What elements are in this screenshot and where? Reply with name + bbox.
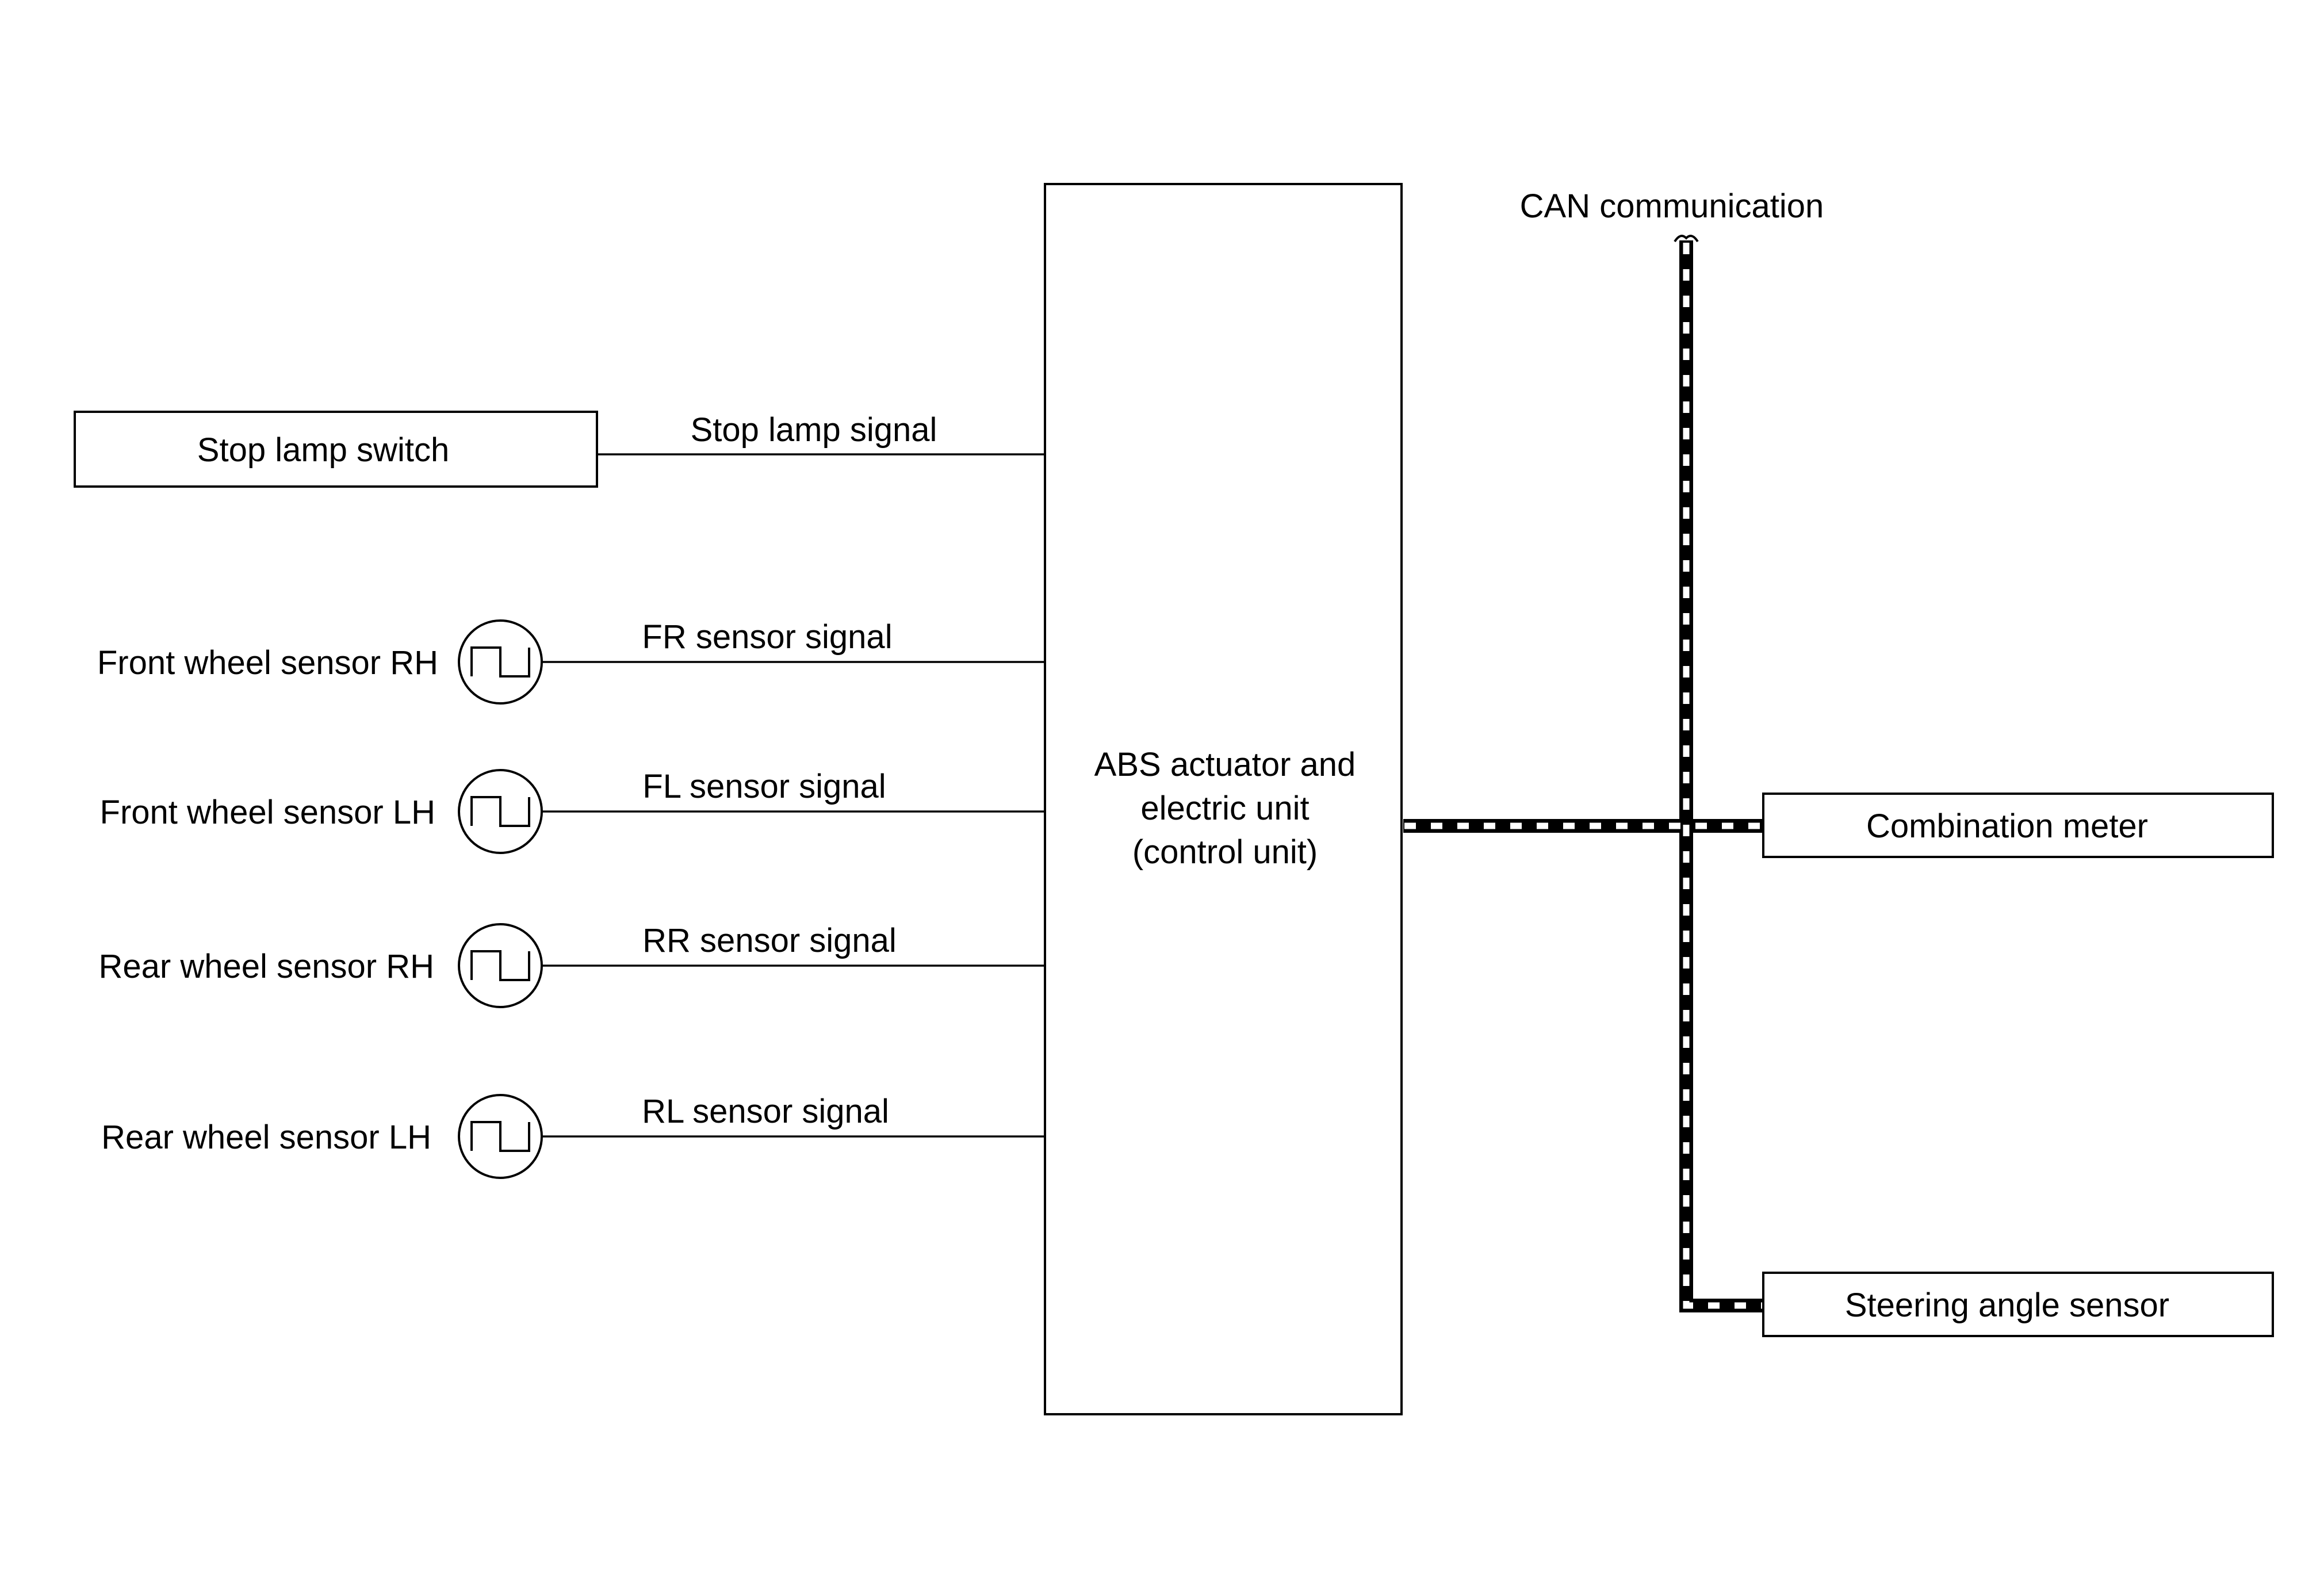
combination-meter-box	[1762, 793, 2274, 858]
control-unit-line2: electric unit	[1140, 790, 1309, 827]
control-unit-line3: (control unit)	[1132, 833, 1318, 871]
wheel-sensor-fl: Front wheel sensor LH FL sensor signal	[100, 768, 1045, 854]
control-unit-box	[1044, 183, 1403, 1415]
stop-lamp-signal-label: Stop lamp signal	[691, 411, 937, 449]
combination-meter-label: Combination meter	[1866, 807, 2148, 845]
square-pulse-icon	[458, 1094, 543, 1179]
steering-angle-sensor-box	[1762, 1272, 2274, 1337]
square-pulse-icon	[458, 769, 543, 854]
wheel-sensor-fr: Front wheel sensor RH FR sensor signal	[97, 618, 1045, 705]
steering-angle-sensor: Steering angle sensor	[1762, 1272, 2274, 1337]
can-label: CAN communication	[1520, 187, 1824, 225]
signal-label-fl: FL sensor signal	[642, 768, 886, 805]
sensor-label-fr: Front wheel sensor RH	[97, 644, 438, 682]
square-pulse-icon	[458, 923, 543, 1008]
abs-control-unit: ABS actuator and electric unit (control …	[1044, 183, 1403, 1415]
sensor-label-rr: Rear wheel sensor RH	[99, 948, 434, 985]
signal-label-fr: FR sensor signal	[642, 618, 892, 656]
can-bus	[1403, 235, 1763, 1312]
stop-lamp-switch-box	[74, 411, 598, 488]
sensor-label-fl: Front wheel sensor LH	[100, 794, 435, 831]
square-pulse-icon	[458, 619, 543, 705]
steering-angle-sensor-label: Steering angle sensor	[1845, 1287, 2169, 1324]
signal-label-rr: RR sensor signal	[642, 922, 897, 959]
stop-lamp-switch: Stop lamp switch	[74, 411, 598, 488]
wheel-sensor-rl: Rear wheel sensor LH RL sensor signal	[101, 1093, 1045, 1179]
combination-meter: Combination meter	[1762, 793, 2274, 858]
stop-lamp-switch-label: Stop lamp switch	[197, 431, 449, 469]
can-brace	[1674, 235, 1699, 243]
signal-label-rl: RL sensor signal	[642, 1093, 889, 1130]
sensor-label-rl: Rear wheel sensor LH	[101, 1119, 431, 1156]
control-unit-line1: ABS actuator and	[1094, 746, 1356, 783]
wheel-sensor-rr: Rear wheel sensor RH RR sensor signal	[99, 922, 1045, 1008]
